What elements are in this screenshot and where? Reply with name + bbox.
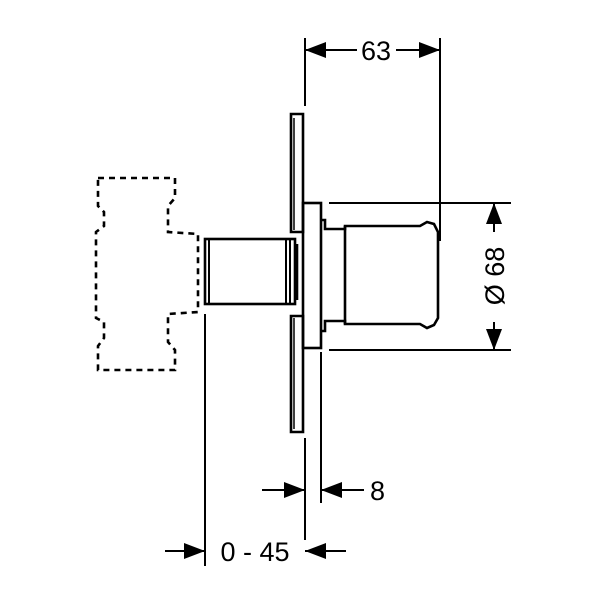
handle [321, 218, 440, 333]
dimension-label-8: 8 [370, 476, 385, 506]
dimension-label-diameter: Ø 68 [480, 247, 510, 306]
dimension-label-0-45: 0 - 45 [220, 537, 289, 567]
stem-adapter [203, 237, 299, 306]
dimension-plate-thickness: 8 [262, 352, 385, 540]
sleeve [301, 201, 323, 350]
dimension-installation-depth: 0 - 45 [165, 314, 346, 567]
dimension-label-63: 63 [361, 36, 391, 66]
valve-body-dashed-outline [94, 176, 200, 372]
dimension-diameter: Ø 68 [329, 202, 511, 351]
dimension-overall-depth: 63 [304, 36, 441, 241]
